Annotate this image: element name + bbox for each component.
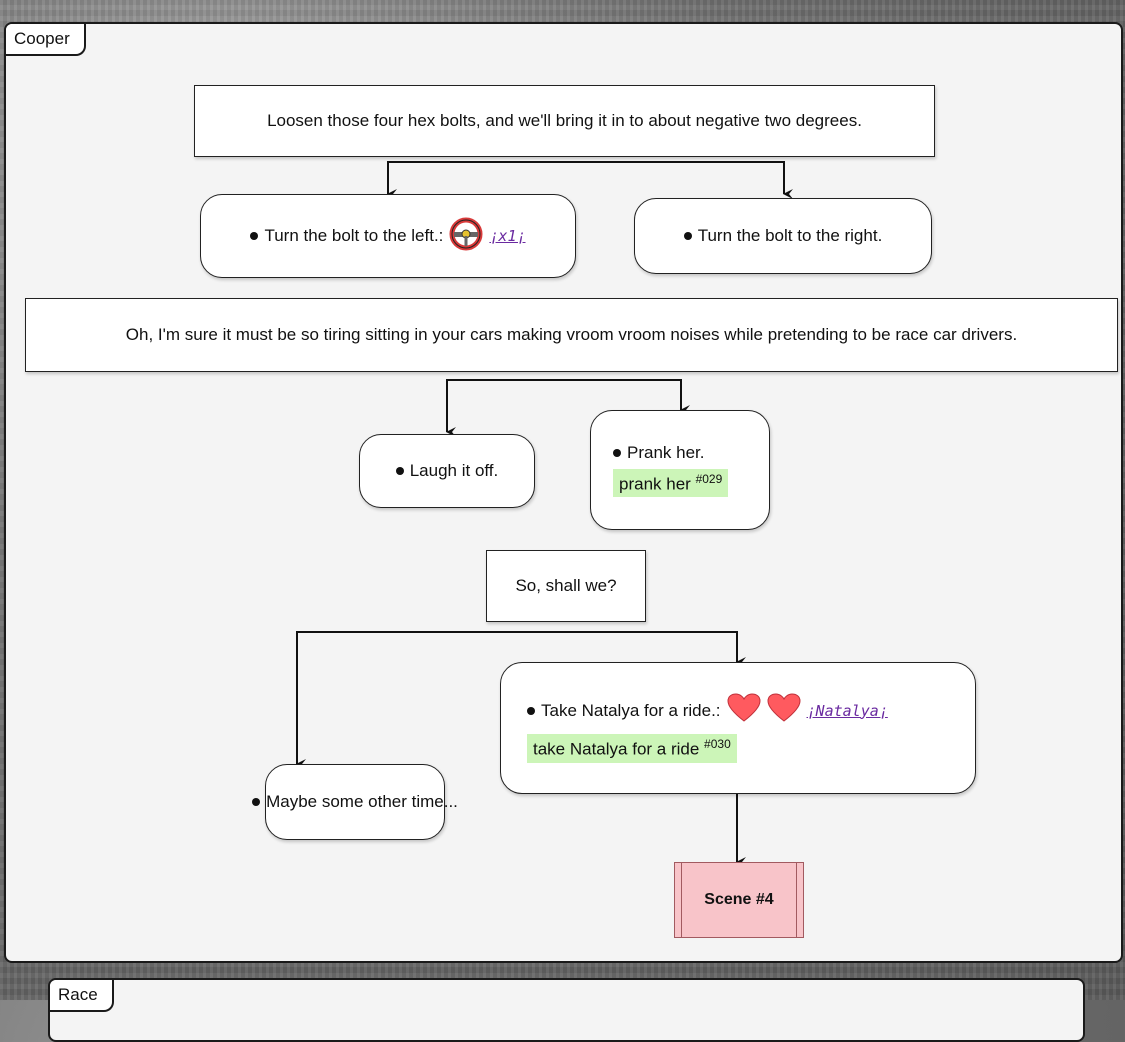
choice-turn-right[interactable]: Turn the bolt to the right. <box>634 198 932 274</box>
choice-label: Maybe some other time... <box>266 792 458 811</box>
dialogue-node-1: Loosen those four hex bolts, and we'll b… <box>194 85 935 157</box>
dialogue-text: So, shall we? <box>515 576 617 595</box>
scene-node[interactable]: Scene #4 <box>674 862 804 938</box>
tag-id: #030 <box>704 737 731 752</box>
dialogue-text: Loosen those four hex bolts, and we'll b… <box>267 111 862 130</box>
choice-tag: take Natalya for a ride #030 <box>527 734 737 763</box>
choice-tag: prank her #029 <box>613 468 729 498</box>
choice-label: Prank her. <box>627 442 705 462</box>
bullet-icon <box>683 232 692 240</box>
dialogue-text: Oh, I'm sure it must be so tiring sittin… <box>125 325 1018 344</box>
panel-label-cooper: Cooper <box>6 24 86 56</box>
tag-text: prank her <box>619 474 691 494</box>
choice-prank[interactable]: Prank her. prank her #029 <box>590 410 770 530</box>
bullet-icon <box>250 232 259 240</box>
choice-label: Take Natalya for a ride.: <box>541 700 721 720</box>
heart-icon <box>767 693 801 728</box>
requirement-link[interactable]: ¡Natalya¡ <box>806 701 888 720</box>
choice-label: Turn the bolt to the right. <box>697 226 883 245</box>
choice-maybe-later[interactable]: Maybe some other time... <box>252 764 458 840</box>
heart-icon <box>727 693 761 728</box>
requirement-link[interactable]: ¡x1¡ <box>489 227 526 245</box>
choice-label: Laugh it off. <box>409 461 499 480</box>
choice-take-natalya-ride[interactable]: Take Natalya for a ride.: ¡Natalya¡ take… <box>500 662 976 794</box>
edge-line1-choices <box>387 161 785 194</box>
choice-label: Turn the bolt to the left.: <box>264 226 444 245</box>
dialogue-node-2: Oh, I'm sure it must be so tiring sittin… <box>25 298 1118 372</box>
choice-laugh[interactable]: Laugh it off. <box>359 434 535 508</box>
flow-edges <box>296 161 793 867</box>
steering-wheel-icon <box>449 217 483 256</box>
choice-turn-left[interactable]: Turn the bolt to the left.: ¡x1¡ <box>200 194 576 278</box>
dialogue-node-3: So, shall we? <box>486 550 646 622</box>
bullet-icon <box>252 798 261 806</box>
bullet-icon <box>527 706 535 715</box>
cooper-panel: Cooper <box>4 22 1123 963</box>
tag-id: #029 <box>695 471 723 486</box>
scene-label: Scene #4 <box>704 891 774 908</box>
bullet-icon <box>395 467 404 475</box>
bullet-icon <box>613 448 621 457</box>
tag-text: take Natalya for a ride <box>533 739 700 759</box>
